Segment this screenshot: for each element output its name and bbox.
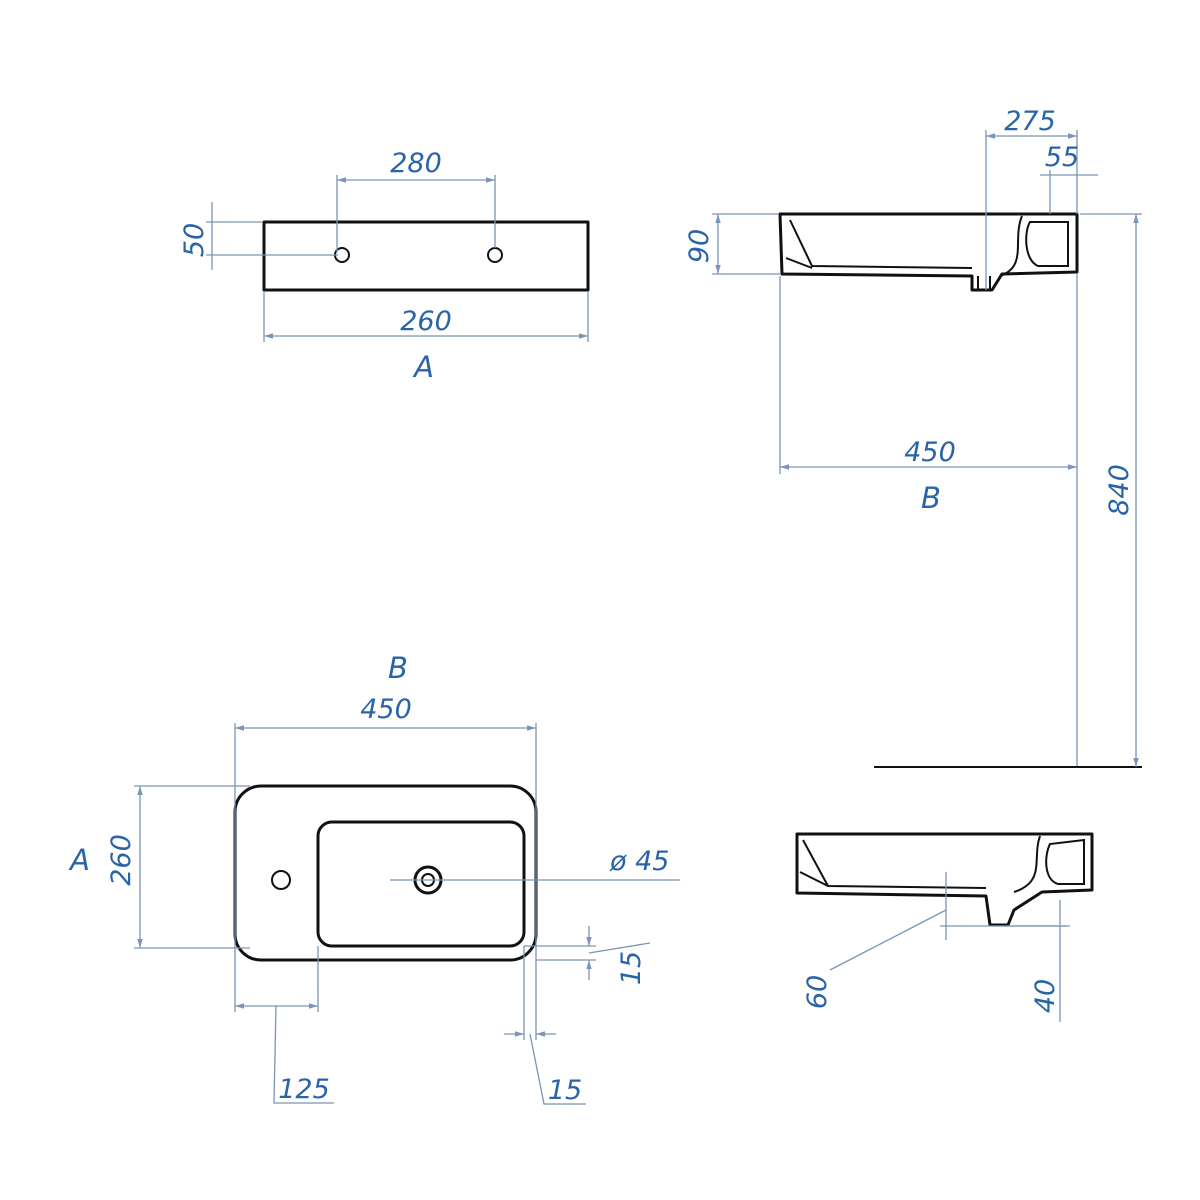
plan-view-label-left: A	[68, 843, 90, 877]
dim-drain-height: 40	[1000, 900, 1070, 1022]
dim-plan-width-value: 450	[360, 694, 412, 725]
dim-plan-depth: 260	[106, 785, 250, 949]
view-a-label: A	[412, 350, 434, 384]
dim-plan-depth-value: 260	[106, 834, 137, 886]
dim-mount-height: 840	[874, 213, 1142, 768]
dim-bowl-margin-vertical: 15	[524, 926, 651, 985]
dim-bowl-margin-horizontal-value: 15	[548, 1075, 582, 1106]
dim-bowl-margin-horizontal: 15	[504, 946, 586, 1106]
dim-hole-height: 50	[179, 202, 338, 270]
dim-offset-value: 275	[1004, 106, 1056, 137]
dim-hole-spacing: 280	[336, 148, 496, 252]
dim-drain-offset-value: 60	[802, 975, 833, 1009]
section-bowl-inner	[799, 871, 829, 887]
section-outline	[795, 832, 1094, 927]
dim-view-b-height-value: 90	[684, 229, 715, 263]
dim-hole-spacing-value: 280	[390, 148, 442, 179]
plan-view-label-top: B	[388, 651, 408, 685]
dim-offset-small-value: 55	[1045, 142, 1079, 173]
view-b: 275 55 90 450 B 840	[684, 106, 1142, 768]
view-b-bowl-inner	[785, 257, 813, 269]
section-bowl-curve	[802, 839, 987, 889]
dim-view-a-depth-value: 260	[400, 306, 452, 337]
dim-view-b-height: 90	[684, 213, 780, 275]
view-a: 280 50 260 A	[179, 148, 590, 384]
section-view: 60 40	[795, 832, 1094, 1022]
mounting-hole-right	[487, 247, 503, 263]
plan-view: B 450 260 A ø 45 15	[68, 651, 680, 1106]
view-b-drain	[977, 276, 991, 290]
dim-plan-width: 450	[234, 694, 537, 1040]
view-b-outline	[778, 212, 1079, 292]
section-overflow	[1013, 835, 1085, 893]
dim-hole-height-value: 50	[179, 223, 210, 257]
bowl-outline	[316, 820, 526, 948]
basin-outline	[233, 784, 538, 962]
dim-drain-diameter-value: ø 45	[609, 846, 669, 877]
dim-bowl-margin-vertical-value: 15	[616, 951, 647, 985]
dim-view-b-width: 450	[779, 274, 1078, 768]
dim-mount-height-value: 840	[1104, 464, 1135, 516]
view-b-bowl-curve	[789, 219, 973, 269]
view-a-outline	[262, 220, 590, 292]
dim-drain-height-value: 40	[1030, 979, 1061, 1013]
view-b-overflow	[999, 215, 1069, 277]
dim-offset-small: 55	[1040, 142, 1098, 214]
dim-offset: 275	[985, 106, 1078, 290]
dim-view-a-depth: 260	[263, 292, 589, 342]
dim-view-b-width-value: 450	[904, 437, 956, 468]
view-b-label: B	[921, 481, 941, 515]
dim-tap-deck: 125	[235, 946, 334, 1105]
tap-hole	[271, 870, 291, 890]
dim-tap-deck-value: 125	[278, 1074, 330, 1105]
